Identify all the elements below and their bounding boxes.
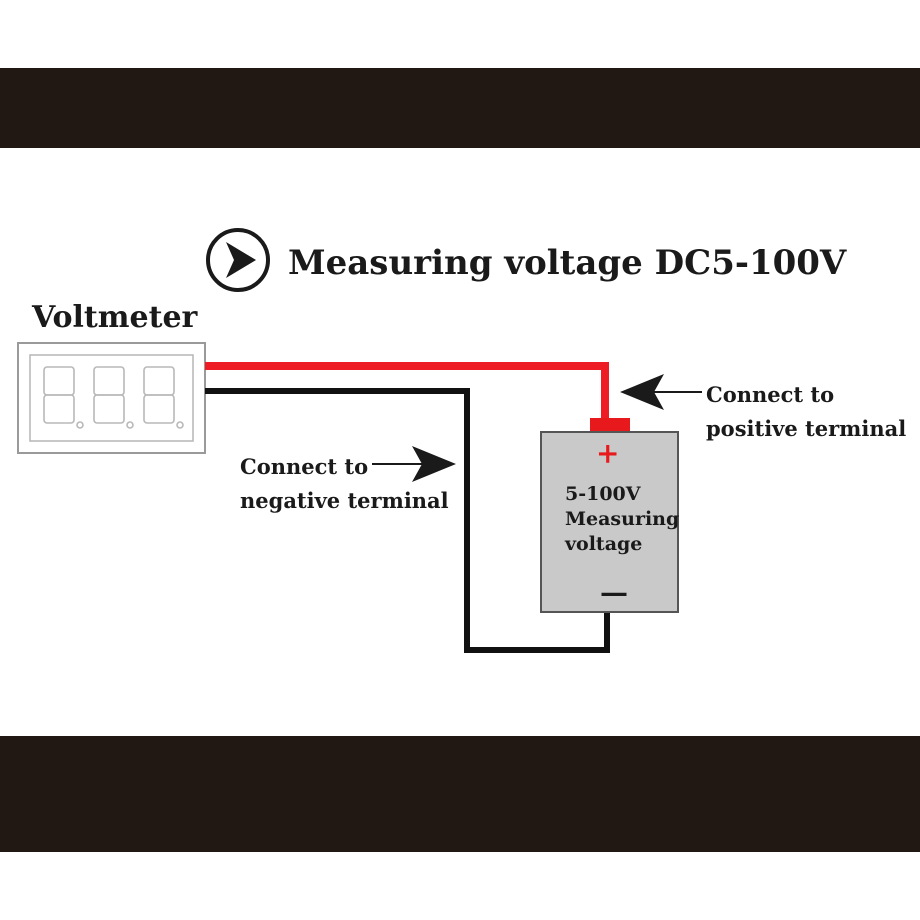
circled-arrow-icon <box>206 228 270 292</box>
voltmeter-screen <box>29 354 194 442</box>
battery-body <box>540 431 679 613</box>
positive-terminal-label: Connect to positive terminal <box>706 378 906 446</box>
bottom-dark-band <box>0 736 920 852</box>
battery-label-line2: Measuring <box>565 508 680 530</box>
battery-label-line3: voltage <box>565 533 643 555</box>
digit-2 <box>93 366 134 429</box>
seven-segment-display <box>43 366 184 429</box>
battery-minus-sign: — <box>600 576 628 609</box>
battery-plus-sign: + <box>596 437 620 470</box>
digit-1 <box>43 366 84 429</box>
positive-label-line1: Connect to <box>706 382 835 407</box>
digit-3 <box>143 366 184 429</box>
arrow-left-icon <box>620 374 702 410</box>
black-wire <box>205 388 610 653</box>
positive-label-line2: positive terminal <box>706 416 907 441</box>
top-dark-band <box>0 68 920 148</box>
negative-label-line2: negative terminal <box>240 488 449 513</box>
battery-label: 5-100V Measuring voltage <box>565 482 679 557</box>
negative-terminal-label: Connect to negative terminal <box>240 450 449 518</box>
voltmeter-label: Voltmeter <box>32 300 198 335</box>
battery-positive-terminal <box>590 418 630 432</box>
voltmeter <box>17 342 206 454</box>
diagram-title: Measuring voltage DC5-100V <box>288 243 847 283</box>
battery-label-line1: 5-100V <box>565 483 641 505</box>
negative-label-line1: Connect to <box>240 454 369 479</box>
arrow-right-icon <box>372 446 456 482</box>
red-wire <box>205 362 609 420</box>
